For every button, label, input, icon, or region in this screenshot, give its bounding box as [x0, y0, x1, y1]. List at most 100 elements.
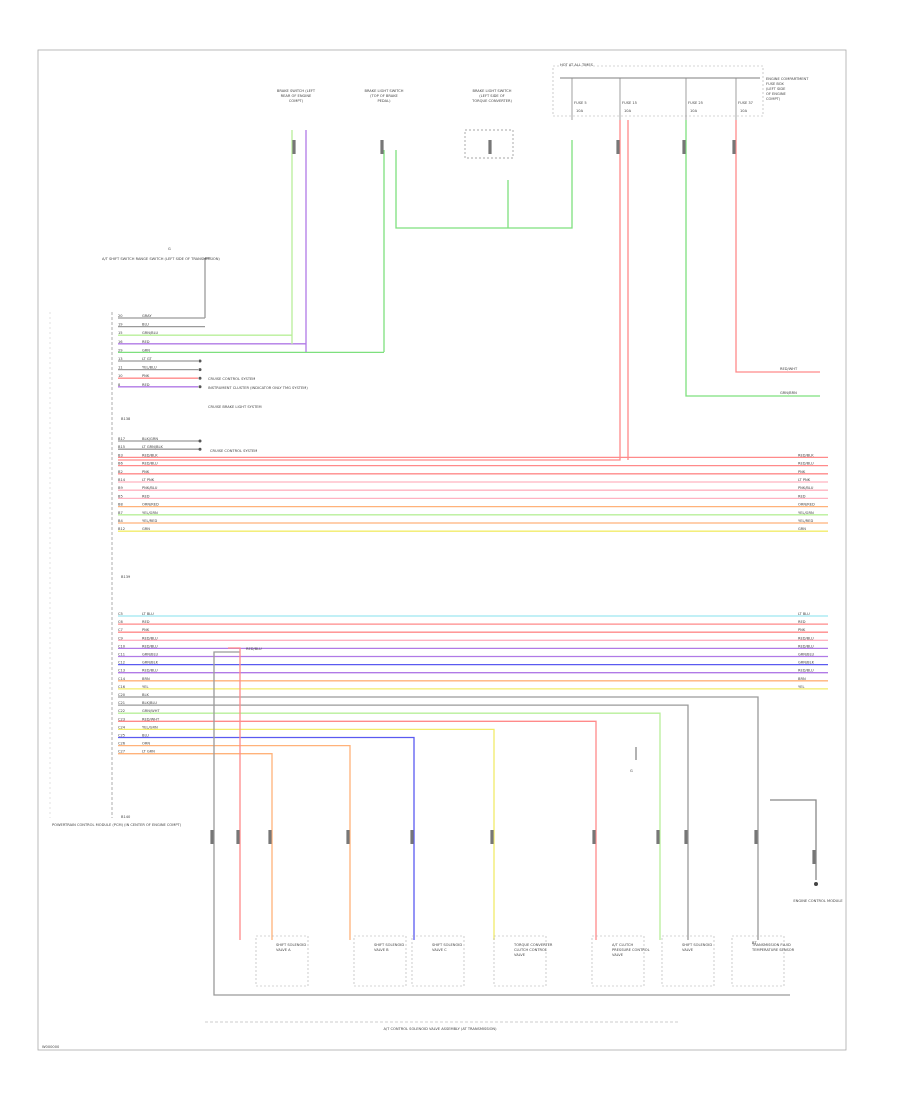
pcm-label-full: POWERTRAIN CONTROL MODULE (PCM) (IN CENT… [52, 823, 182, 827]
assembly-label: A/T CONTROL SOLENOID VALVE ASSEMBLY (AT … [383, 1027, 497, 1031]
solenoid-box [591, 935, 645, 987]
pin-label: 15 [118, 331, 123, 335]
wire-color-label: LT GRN/BLK [142, 445, 163, 449]
wire-end-label: RED [798, 494, 806, 498]
fuse-box-title: HOT AT ALL TIMES [560, 63, 594, 67]
wire-end-label: RED/BLU [798, 462, 814, 466]
pin-label: B14 [118, 478, 126, 482]
splice-dot [198, 368, 202, 372]
brake-switch-box [464, 129, 514, 159]
wire-brake-loop [395, 140, 573, 229]
top-component-connector [488, 140, 492, 154]
fuse-box-side-label: OF ENGINE [766, 92, 787, 96]
wire-fuse37 [735, 120, 820, 373]
wire-color-label: BLK/GRN [142, 437, 158, 441]
pin-label: C27 [118, 750, 125, 754]
top-component-connector [292, 140, 296, 154]
solenoid-label: VALVE [612, 953, 624, 957]
pin-label: C10 [118, 644, 126, 648]
wire-color-label: GRN/WHT [142, 709, 160, 713]
solenoid-label: CLUTCH CONTROL [514, 948, 547, 952]
solenoid-box [353, 935, 407, 987]
wire-color-label: BRN [142, 677, 150, 681]
label-layer: POWERTRAIN CONTROL MODULE (PCM) (IN CENT… [42, 63, 843, 1049]
wire-color-label: LT PNK [142, 478, 155, 482]
ground-symbol [814, 882, 818, 886]
wire-color-label: PNK [142, 470, 150, 474]
wire-end-label: PNK [798, 470, 806, 474]
fuse-rating: 10A [690, 109, 698, 113]
solenoid-label: VALVE [682, 948, 694, 952]
wire-end-label: YEL/RED [798, 519, 813, 523]
wire-color-label: GRN [142, 348, 150, 352]
solenoid-connector [346, 830, 350, 844]
aux-connector-label: A/T SHIFT SWITCH RANGE SWITCH (LEFT SIDE… [102, 257, 220, 261]
wire-solenoid-feed [118, 753, 273, 940]
diagram-border [37, 49, 847, 1051]
wire-solenoid-feed [118, 744, 351, 940]
wire-return-loop [213, 651, 790, 996]
wire-end-label: YEL [798, 685, 804, 689]
top-component-label: (LEFT SIDE OF [479, 94, 504, 98]
fuse-name: FUSE 37 [738, 101, 753, 105]
connector-b138: B138 [121, 417, 131, 421]
pin-label: C22 [118, 709, 125, 713]
solenoid-box [255, 935, 309, 987]
wire-end-label: GRN/BLK [798, 661, 815, 665]
bt-label: BT [752, 941, 757, 945]
pin-label: 13 [118, 357, 123, 361]
wire-end-label: RED/BLU [798, 636, 814, 640]
annotation-instrument: INSTRUMENT CLUSTER (INDICATOR ONLY TMG S… [208, 386, 308, 390]
wire-solenoid-feed [118, 704, 689, 940]
connector-b139: B139 [121, 575, 131, 579]
wire-color-label: GRAY [142, 314, 152, 318]
wire-end-label: LT BLU [798, 612, 810, 616]
wire-color-label: YEL/BLU [142, 366, 157, 370]
wire-engine-ground [770, 799, 817, 880]
wire-color-label: YEL/GRN [142, 725, 158, 729]
wire-ssva-tap [228, 647, 241, 660]
solenoid-box [493, 935, 547, 987]
fuse-box-side-label: ENGINE COMPARTMENT [766, 77, 809, 81]
wire-color-label: ORN/RED [142, 503, 159, 507]
wire-solenoid-feed [118, 736, 415, 940]
solenoid-label: SHIFT SOLENOID [374, 943, 404, 947]
ground-mid-label: G [630, 769, 633, 773]
top-component-label: BRAKE LIGHT SWITCH [472, 89, 511, 93]
pin-label: 8 [118, 383, 121, 387]
top-component-label: REAR OF ENGINE [281, 94, 312, 98]
pin-label: 29 [118, 348, 123, 352]
wire-end-label: GRN/BLU [798, 653, 814, 657]
wire-color-label: PNK [142, 628, 150, 632]
top-component-label: TORQUE CONVERTER) [471, 99, 512, 103]
wire-color-label: LT GRN [142, 750, 155, 754]
fuse-connector [682, 140, 686, 154]
wire-end-label: BRN [798, 677, 806, 681]
pin-label: B2 [118, 470, 123, 474]
pin-label: C9 [118, 636, 124, 640]
solenoid-label: TRANSMISSION FLUID [751, 943, 791, 947]
annotation-cruise-brake: CRUISE BRAKE LIGHT SYSTEM [208, 405, 262, 409]
wire-color-label: PNK [142, 374, 150, 378]
wire-fuse25 [685, 120, 820, 397]
wire-fuse15 [118, 120, 621, 461]
top-component-label: BRAKE SWITCH (LEFT [277, 89, 316, 93]
splice-dot [198, 359, 202, 363]
page-id: W000000 [42, 1045, 60, 1049]
solenoid-label: VALVE B [374, 948, 389, 952]
ground-connector [812, 850, 816, 864]
pin-label: B8 [118, 503, 123, 507]
wire-color-label: BLK/BLU [142, 701, 157, 705]
solenoid-box [731, 935, 785, 987]
solenoid-connector [268, 830, 272, 844]
top-component-label: BRAKE LIGHT SWITCH [364, 89, 403, 93]
wire-color-label: ORN [142, 742, 150, 746]
pin-label: B12 [118, 527, 125, 531]
solenoid-label: A/T CLUTCH [612, 943, 633, 947]
pin-label: B3 [118, 453, 123, 457]
wire-color-label: LT GT [142, 357, 153, 361]
pin-label: 20 [118, 314, 123, 318]
wire-color-label: RED/BLU [142, 636, 158, 640]
